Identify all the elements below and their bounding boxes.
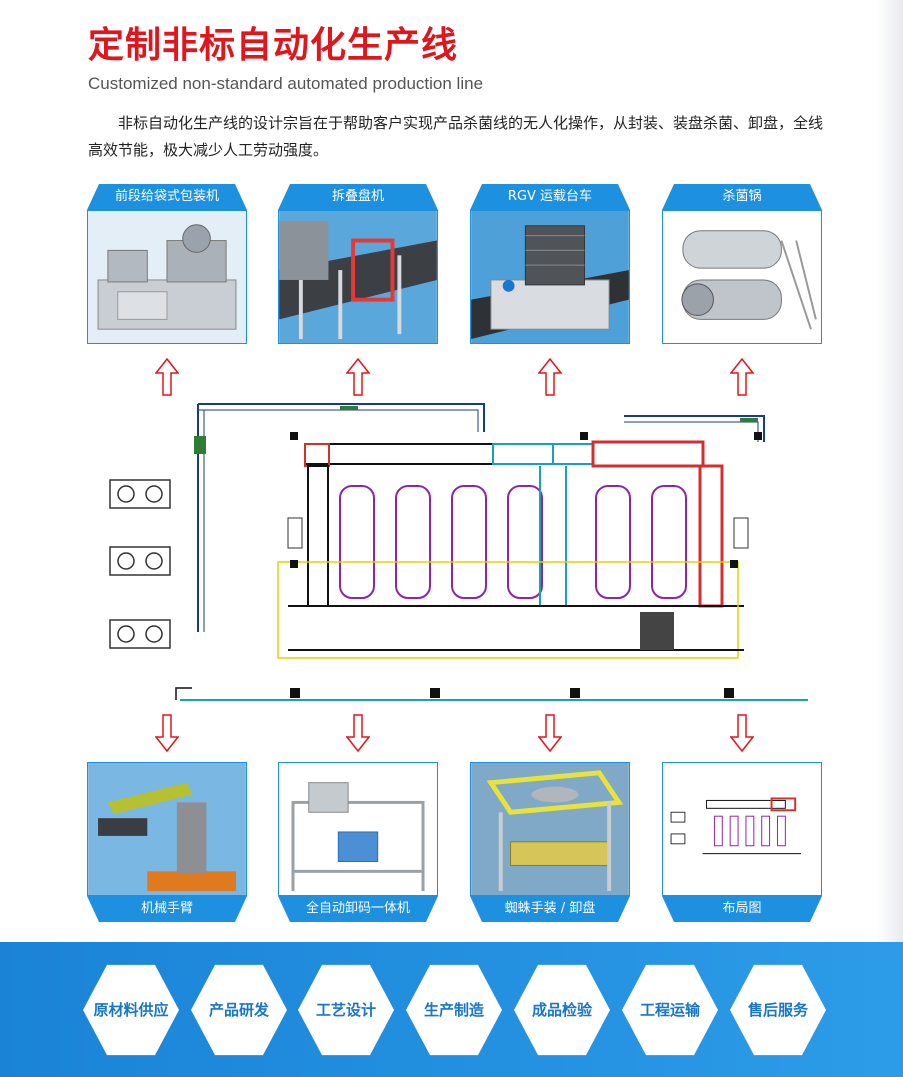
service-label: 成品检验 (531, 1000, 593, 1019)
robot-arm-icon (87, 762, 247, 896)
down-arrow-icon (346, 714, 370, 752)
card-label: 全自动卸码一体机 (278, 896, 438, 922)
card-tray-stacker: 拆叠盘机 (278, 184, 438, 344)
card-robot-arm: 机械手臂 (87, 762, 247, 922)
down-arrow-icon (730, 714, 754, 752)
service-label: 产品研发 (208, 1000, 270, 1019)
intro-paragraph: 非标自动化生产线的设计宗旨在于帮助客户实现产品杀菌线的无人化操作，从封装、装盘杀… (88, 114, 824, 159)
rgv-cart-icon (470, 210, 630, 344)
down-arrow-icon (538, 714, 562, 752)
layout-diagram-icon (662, 762, 822, 896)
card-label: 机械手臂 (87, 896, 247, 922)
card-label: 前段给袋式包装机 (87, 184, 247, 210)
card-packaging-machine: 前段给袋式包装机 (87, 184, 247, 344)
up-arrow-icon (155, 358, 179, 396)
spider-hand-icon (470, 762, 630, 896)
card-spider-hand: 蜘蛛手装 / 卸盘 (470, 762, 630, 922)
packaging-machine-icon (87, 210, 247, 344)
sterilizer-icon (662, 210, 822, 344)
card-label: RGV 运载台车 (470, 184, 630, 210)
card-label: 拆叠盘机 (278, 184, 438, 210)
service-label: 生产制造 (423, 1000, 485, 1019)
up-arrow-icon (538, 358, 562, 396)
card-layout-diagram: 布局图 (662, 762, 822, 922)
service-label: 工程运输 (639, 1000, 701, 1019)
service-label: 售后服务 (747, 1000, 809, 1019)
page-subtitle: Customized non-standard automated produc… (88, 74, 484, 93)
service-label: 原材料供应 (93, 1000, 169, 1019)
service-label: 工艺设计 (315, 1000, 377, 1019)
unloading-machine-icon (278, 762, 438, 896)
up-arrow-icon (730, 358, 754, 396)
card-sterilizer: 杀菌锅 (662, 184, 822, 344)
production-line-layout-diagram (109, 403, 808, 701)
page-title: 定制非标自动化生产线 (88, 25, 459, 66)
card-unloading-machine: 全自动卸码一体机 (278, 762, 438, 922)
card-label: 蜘蛛手装 / 卸盘 (470, 896, 630, 922)
card-label: 杀菌锅 (662, 184, 822, 210)
card-label: 布局图 (662, 896, 822, 922)
card-rgv-cart: RGV 运载台车 (470, 184, 630, 344)
tray-stacker-icon (278, 210, 438, 344)
down-arrow-icon (155, 714, 179, 752)
up-arrow-icon (346, 358, 370, 396)
page-edge-shadow (877, 0, 903, 1077)
